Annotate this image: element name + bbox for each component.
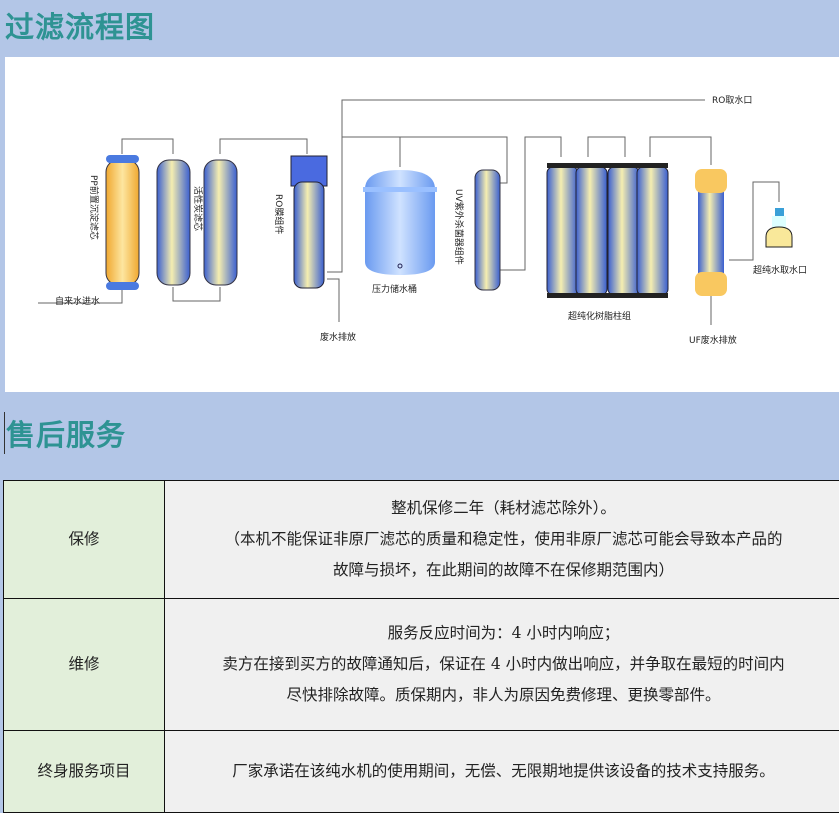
label-pp-filter: PP前置沉淀滤芯 bbox=[88, 175, 100, 240]
label-pressure-tank: 压力储水桶 bbox=[372, 283, 417, 295]
row-line: （本机不能保证非原厂滤芯的质量和稳定性，使用非原厂滤芯可能会导致本产品的 bbox=[169, 524, 838, 555]
filtration-flow-diagram: PP前置沉淀滤芯 活性炭滤芯 RO膜组件 压力储水桶 UV紫外杀菌器组件 超纯化… bbox=[5, 57, 839, 392]
label-ro-outlet: RO取水口 bbox=[712, 94, 752, 106]
flow-section-title: 过滤流程图 bbox=[5, 4, 155, 46]
row-line: 整机保修二年（耗材滤芯除外）。 bbox=[169, 493, 838, 524]
service-section-title: 售后服务 bbox=[4, 412, 126, 454]
row-value: 整机保修二年（耗材滤芯除外）。 （本机不能保证非原厂滤芯的质量和稳定性，使用非原… bbox=[165, 481, 839, 599]
row-line: 故障与损坏，在此期间的故障不在保修期范围内） bbox=[169, 555, 838, 586]
row-line: 厂家承诺在该纯水机的使用期间，无偿、无限期地提供该设备的技术支持服务。 bbox=[169, 756, 838, 787]
label-waste-drain: 废水排放 bbox=[320, 331, 356, 343]
row-line: 服务反应时间为：4 小时内响应； bbox=[169, 618, 838, 649]
ro-membrane bbox=[291, 156, 327, 288]
row-key: 终身服务项目 bbox=[4, 731, 165, 813]
label-ro-membrane: RO膜组件 bbox=[273, 194, 285, 234]
label-ultrapure-outlet: 超纯水取水口 bbox=[753, 264, 807, 276]
uv-sterilizer bbox=[475, 170, 500, 290]
pp-filter-cartridge bbox=[106, 155, 139, 290]
label-uf-waste-drain: UF废水排放 bbox=[689, 334, 737, 346]
ultrapure-outlet-icon bbox=[766, 208, 792, 247]
label-uv-sterilizer: UV紫外杀菌器组件 bbox=[453, 189, 465, 265]
row-line: 尽快排除故障。质保期内，非人为原因免费修理、更换零部件。 bbox=[169, 680, 838, 711]
table-row: 维修 服务反应时间为：4 小时内响应； 卖方在接到买方的故障通知后，保证在 4 … bbox=[4, 599, 839, 731]
table-row: 保修 整机保修二年（耗材滤芯除外）。 （本机不能保证非原厂滤芯的质量和稳定性，使… bbox=[4, 481, 839, 599]
pressure-tank bbox=[363, 170, 437, 275]
row-value: 厂家承诺在该纯水机的使用期间，无偿、无限期地提供该设备的技术支持服务。 bbox=[165, 731, 839, 813]
label-carbon-filter: 活性炭滤芯 bbox=[192, 186, 204, 231]
carbon-filter-cartridge-2 bbox=[204, 160, 237, 285]
table-row: 终身服务项目 厂家承诺在该纯水机的使用期间，无偿、无限期地提供该设备的技术支持服… bbox=[4, 731, 839, 813]
row-key: 维修 bbox=[4, 599, 165, 731]
row-key: 保修 bbox=[4, 481, 165, 599]
resin-columns bbox=[547, 163, 668, 298]
service-table: 保修 整机保修二年（耗材滤芯除外）。 （本机不能保证非原厂滤芯的质量和稳定性，使… bbox=[3, 480, 839, 813]
carbon-filter-cartridge-1 bbox=[157, 160, 190, 285]
uf-module bbox=[695, 169, 727, 296]
label-resin-columns: 超纯化树脂柱组 bbox=[568, 310, 631, 322]
row-value: 服务反应时间为：4 小时内响应； 卖方在接到买方的故障通知后，保证在 4 小时内… bbox=[165, 599, 839, 731]
row-line: 卖方在接到买方的故障通知后，保证在 4 小时内做出响应，并争取在最短的时间内 bbox=[169, 649, 838, 680]
label-tap-water-inlet: 自来水进水 bbox=[55, 295, 100, 307]
